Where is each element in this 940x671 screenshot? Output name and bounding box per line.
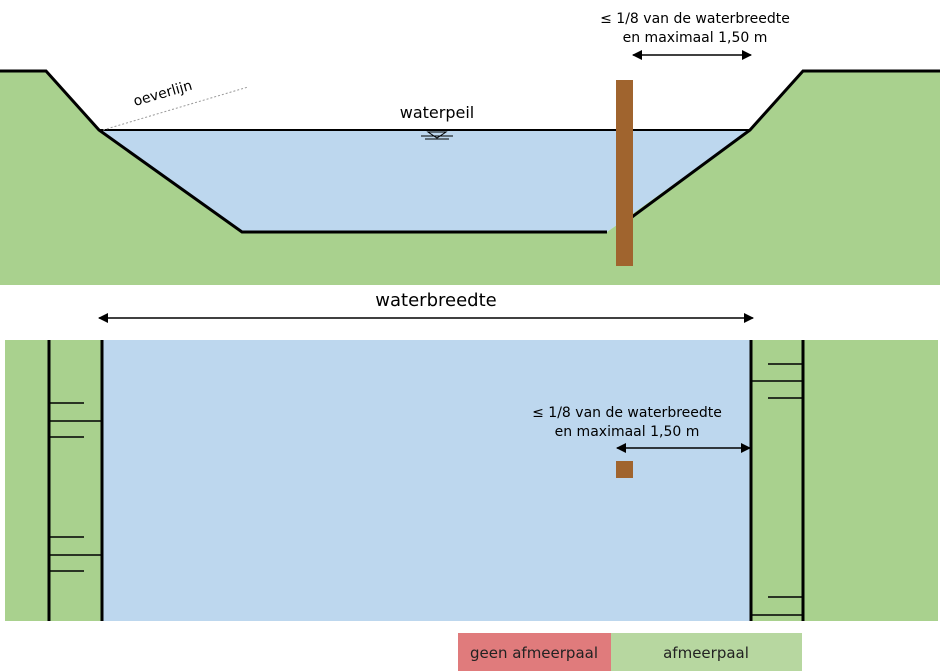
top-view-water	[103, 340, 750, 621]
water-width-dimension: waterbreedte	[98, 290, 754, 323]
mooring-post-top	[616, 461, 633, 478]
legend: geen afmeerpaal afmeerpaal	[458, 633, 802, 671]
shoreline-label: oeverlijn	[132, 78, 194, 110]
water-level-symbol-icon	[421, 131, 453, 140]
left-bank-ladder-marks	[49, 402, 102, 572]
top-view-right-bank	[750, 340, 938, 621]
legend-no-post-swatch	[458, 633, 611, 671]
cross-section-right-bank	[607, 71, 940, 285]
top-view: ≤ 1/8 van de waterbreedte en maximaal 1,…	[5, 340, 938, 621]
water-width-label: waterbreedte	[375, 290, 496, 311]
shoreline-line	[102, 86, 249, 131]
right-bank-outline	[631, 69, 940, 219]
legend-post-swatch	[611, 633, 802, 671]
left-bank-outline	[0, 69, 607, 234]
legend-post-label: afmeerpaal	[663, 644, 749, 662]
cross-section: oeverlijn waterpeil ≤ 1/8 van de waterbr…	[0, 11, 940, 285]
post-distance-label-line1: ≤ 1/8 van de waterbreedte	[600, 11, 790, 27]
top-view-post-distance-label-line1: ≤ 1/8 van de waterbreedte	[532, 405, 722, 421]
post-distance-label-line2: en maximaal 1,50 m	[623, 30, 768, 46]
right-bank-ladder-marks	[751, 363, 803, 616]
legend-no-post-label: geen afmeerpaal	[470, 644, 598, 662]
top-view-post-distance-label-line2: en maximaal 1,50 m	[555, 424, 700, 440]
top-view-left-bank	[5, 340, 105, 621]
mooring-post	[616, 80, 633, 266]
cross-section-left-bank	[0, 71, 612, 285]
water-level-label: waterpeil	[400, 103, 474, 122]
cross-section-water	[99, 130, 750, 232]
